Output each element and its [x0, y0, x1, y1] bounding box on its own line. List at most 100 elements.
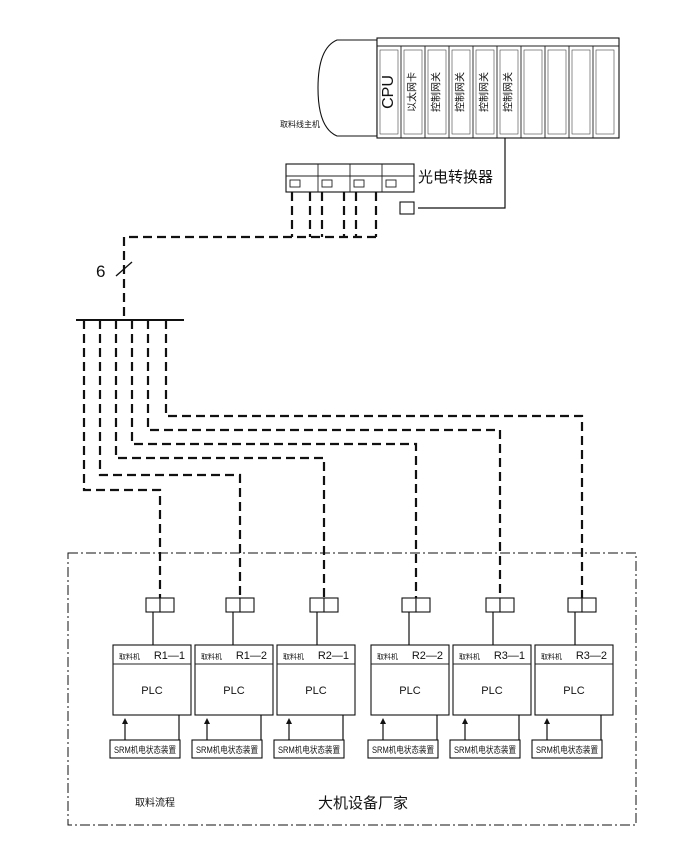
- machine-type-label: 取料机: [377, 652, 398, 661]
- plc-label: PLC: [223, 685, 244, 697]
- fiber-connector: [239, 597, 255, 613]
- unit-id-label: R3—1: [494, 650, 525, 662]
- fiber-branch-r3-1: [146, 320, 502, 598]
- machine-type-label: 取料机: [201, 652, 222, 661]
- fiber-connector: [323, 597, 339, 613]
- rack-slot: [595, 49, 615, 135]
- unit-id-label: R2—2: [412, 650, 443, 662]
- fiber-connector: [499, 597, 515, 613]
- arrow-up-icon: [380, 718, 386, 724]
- srm-box: [449, 739, 521, 759]
- srm-box: [191, 739, 263, 759]
- srm-label: SRM机电状态装置: [278, 744, 340, 755]
- rack-slot: [547, 49, 567, 135]
- srm-box: [273, 739, 345, 759]
- rack-slot: [379, 49, 399, 135]
- fiber-count-tick: [115, 261, 133, 277]
- rack-slot: [451, 49, 471, 135]
- plc-label: PLC: [141, 685, 162, 697]
- rack-slot-label: 以太网卡: [406, 72, 419, 112]
- machine-type-label: 取料机: [541, 652, 562, 661]
- machine-type-label: 取料机: [283, 652, 304, 661]
- fiber-branch-r3-2: [164, 320, 584, 598]
- machine-type-label: 取料机: [459, 652, 480, 661]
- srm-box: [109, 739, 181, 759]
- optical-converter: [285, 163, 415, 215]
- arrow-up-icon: [544, 718, 550, 724]
- srm-label: SRM机电状态装置: [454, 744, 516, 755]
- rack-body: [376, 37, 620, 139]
- fiber-connector: [415, 597, 431, 613]
- fiber-connector: [581, 597, 597, 613]
- rack-slot-label: 控制网关: [454, 72, 467, 112]
- srm-box: [531, 739, 603, 759]
- plc-label: PLC: [399, 685, 420, 697]
- fiber-branch-r1-1: [82, 320, 162, 598]
- unit-id-label: R1—2: [236, 650, 267, 662]
- srm-label: SRM机电状态装置: [372, 744, 434, 755]
- fiber-connector: [485, 597, 501, 613]
- rack-to-converter-link: [418, 138, 506, 209]
- rack-slot: [427, 49, 447, 135]
- rack-slot: [475, 49, 495, 135]
- plc-box: [112, 644, 192, 716]
- fiber-connector: [145, 597, 161, 613]
- vendor-label: 大机设备厂家: [318, 795, 408, 812]
- plc-box: [276, 644, 356, 716]
- arrow-up-icon: [286, 718, 292, 724]
- plc-box: [452, 644, 532, 716]
- plc-box: [370, 644, 450, 716]
- rack-slot-label: 控制网关: [430, 72, 443, 112]
- fiber-connector: [567, 597, 583, 613]
- fiber-branches: [82, 320, 584, 598]
- plc-label: PLC: [563, 685, 584, 697]
- srm-label: SRM机电状态装置: [196, 744, 258, 755]
- srm-box: [367, 739, 439, 759]
- flow-label: 取料流程: [135, 796, 175, 809]
- fiber-connector: [309, 597, 325, 613]
- plc-label: PLC: [305, 685, 326, 697]
- fiber-connector: [401, 597, 417, 613]
- plc-box: [534, 644, 614, 716]
- arrow-up-icon: [122, 718, 128, 724]
- rack-slot-label: CPU: [380, 75, 397, 109]
- rack-end-cap: [317, 39, 378, 137]
- rack-slot: [523, 49, 543, 135]
- unit-id-label: R3—2: [576, 650, 607, 662]
- fiber-branch-r2-2: [130, 320, 418, 598]
- arrow-up-icon: [204, 718, 210, 724]
- fiber-trunk: [122, 235, 376, 320]
- rack-slot: [499, 49, 519, 135]
- rack-slot-label: 控制网关: [502, 72, 515, 112]
- converter-port-box: [399, 201, 415, 215]
- vendor-boundary: [67, 552, 637, 826]
- rack-side-label: 取料线主机: [280, 119, 320, 129]
- srm-label: SRM机电状态装置: [536, 744, 598, 755]
- fiber-branch-r1-2: [98, 320, 242, 598]
- fiber-connector: [225, 597, 241, 613]
- machine-type-label: 取料机: [119, 652, 140, 661]
- plc-box: [194, 644, 274, 716]
- arrow-up-icon: [462, 718, 468, 724]
- converter-label: 光电转换器: [418, 169, 493, 186]
- rack-slot: [403, 49, 423, 135]
- converter-fiber-stubs: [290, 192, 378, 237]
- unit-id-label: R1—1: [154, 650, 185, 662]
- srm-label: SRM机电状态装置: [114, 744, 176, 755]
- unit-id-label: R2—1: [318, 650, 349, 662]
- plc-label: PLC: [481, 685, 502, 697]
- fiber-connector: [159, 597, 175, 613]
- rack-slot: [571, 49, 591, 135]
- fiber-count-label: 6: [96, 262, 105, 281]
- rack-slot-label: 控制网关: [478, 72, 491, 112]
- fiber-branch-r2-1: [114, 320, 326, 598]
